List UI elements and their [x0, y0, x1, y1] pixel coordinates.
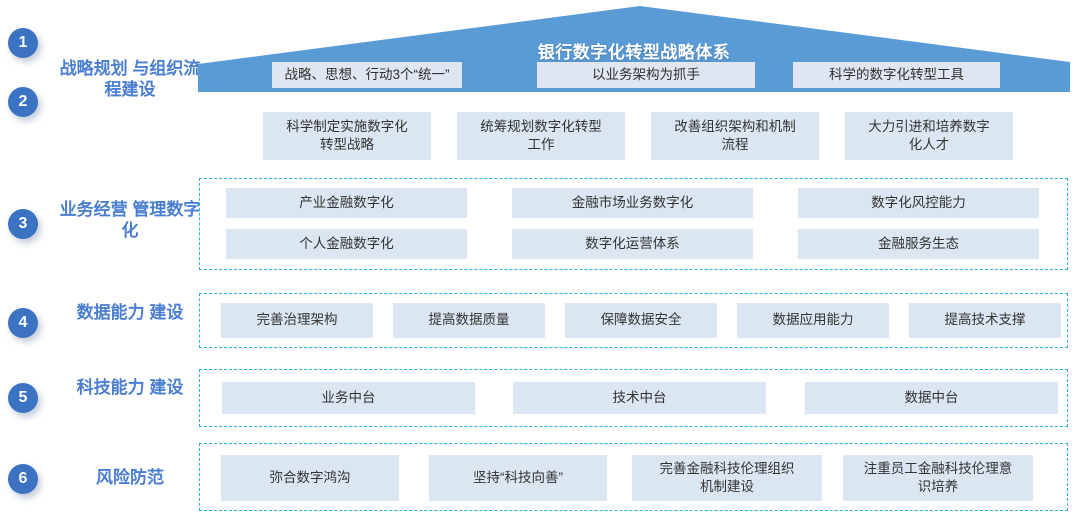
tech-capability-group-container: [199, 369, 1068, 427]
risk-group-container: [199, 443, 1068, 511]
strategy-sub-item-1[interactable]: 科学制定实施数字化 转型战略: [263, 112, 431, 160]
risk-item-1[interactable]: 弥合数字鸿沟: [221, 455, 399, 501]
data-capability-item-3[interactable]: 保障数据安全: [565, 303, 717, 338]
business-item-6[interactable]: 金融服务生态: [798, 229, 1039, 259]
badge-3: 3: [8, 209, 38, 239]
badge-4-number: 4: [18, 314, 28, 331]
row-label-tech-capability: 科技能力 建设: [76, 378, 184, 397]
risk-item-2[interactable]: 坚持“科技向善”: [429, 455, 607, 501]
data-capability-item-1[interactable]: 完善治理架构: [221, 303, 373, 338]
tech-capability-item-1[interactable]: 业务中台: [222, 382, 475, 414]
badge-3-number: 3: [18, 215, 28, 232]
badge-5: 5: [8, 383, 38, 413]
banner-item-3[interactable]: 科学的数字化转型工具: [793, 62, 1000, 88]
data-capability-item-2[interactable]: 提高数据质量: [393, 303, 545, 338]
badge-4: 4: [8, 308, 38, 338]
tech-capability-item-2[interactable]: 技术中台: [513, 382, 766, 414]
data-capability-item-5[interactable]: 提高技术支撑: [909, 303, 1061, 338]
banner-item-1[interactable]: 战略、思想、行动3个“统一”: [272, 62, 462, 88]
tech-capability-item-3[interactable]: 数据中台: [805, 382, 1058, 414]
business-item-5[interactable]: 数字化运营体系: [512, 229, 753, 259]
business-item-1[interactable]: 产业金融数字化: [226, 188, 467, 218]
risk-item-3[interactable]: 完善金融科技伦理组织 机制建设: [632, 455, 822, 501]
badge-2-number: 2: [18, 93, 28, 110]
business-item-4[interactable]: 个人金融数字化: [226, 229, 467, 259]
business-item-2[interactable]: 金融市场业务数字化: [512, 188, 753, 218]
strategy-sub-item-2[interactable]: 统筹规划数字化转型 工作: [457, 112, 625, 160]
row-label-risk: 风险防范: [96, 468, 164, 487]
banner-title: 银行数字化转型战略体系: [537, 43, 731, 62]
badge-1-number: 1: [18, 34, 28, 51]
strategy-sub-item-4[interactable]: 大力引进和培养数字 化人才: [845, 112, 1013, 160]
row-label-data-capability: 数据能力 建设: [76, 303, 184, 322]
badge-5-number: 5: [18, 389, 28, 406]
badge-6: 6: [8, 464, 38, 494]
strategy-sub-item-3[interactable]: 改善组织架构和机制 流程: [651, 112, 819, 160]
badge-2: 2: [8, 87, 38, 117]
banner-item-2[interactable]: 以业务架构为抓手: [537, 62, 755, 88]
risk-item-4[interactable]: 注重员工金融科技伦理意 识培养: [843, 455, 1033, 501]
business-group-container: [199, 178, 1068, 270]
business-item-3[interactable]: 数字化风控能力: [798, 188, 1039, 218]
row-label-strategy: 战略规划 与组织流程建设: [59, 59, 201, 100]
badge-6-number: 6: [18, 470, 28, 487]
data-capability-item-4[interactable]: 数据应用能力: [737, 303, 889, 338]
badge-1: 1: [8, 28, 38, 58]
row-label-business: 业务经营 管理数字化: [59, 200, 201, 241]
data-capability-group-container: [199, 293, 1068, 348]
